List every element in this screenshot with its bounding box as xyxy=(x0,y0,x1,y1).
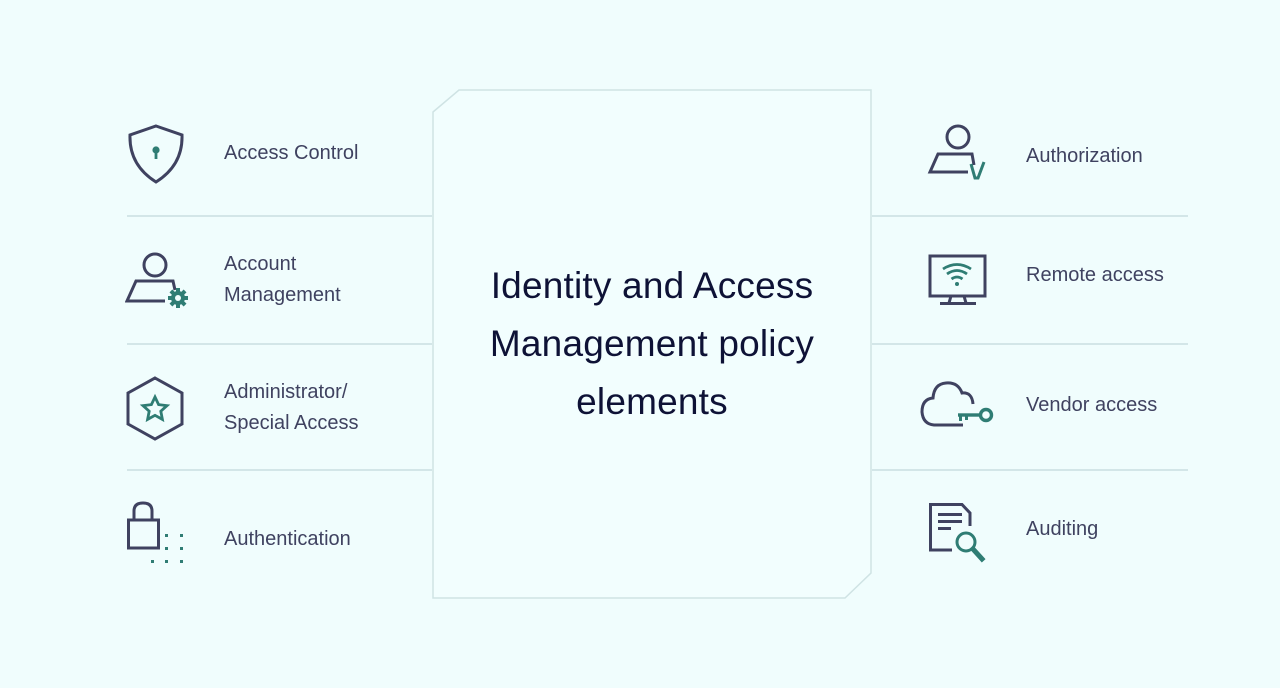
administrator-special-access-label: Administrator/ Special Access xyxy=(224,381,359,434)
left-divider-3 xyxy=(127,469,432,471)
vendor-access-label: Vendor access xyxy=(1026,394,1158,416)
center-title-box: Identity and Access Management policy el… xyxy=(432,89,872,599)
access-control-label: Access Control xyxy=(224,142,359,164)
authorization-label: Authorization xyxy=(1026,145,1143,167)
left-divider-2 xyxy=(127,343,432,345)
right-divider-1 xyxy=(872,215,1188,217)
account-management-label: Account Management xyxy=(224,253,341,306)
auditing-label: Auditing xyxy=(1026,518,1099,540)
left-divider-1 xyxy=(127,215,432,217)
right-divider-3 xyxy=(872,469,1188,471)
authentication-label: Authentication xyxy=(224,528,351,550)
remote-access-label: Remote access xyxy=(1026,264,1164,286)
user-gear-icon xyxy=(125,252,188,308)
monitor-wifi-icon xyxy=(928,254,987,305)
chamfered-box-outline xyxy=(432,89,872,599)
padlock-dots-icon xyxy=(127,501,183,563)
cloud-key-icon xyxy=(920,381,994,427)
hexagon-star-icon xyxy=(126,376,184,441)
document-magnifier-icon xyxy=(929,503,986,563)
right-divider-2 xyxy=(872,343,1188,345)
shield-keyhole-icon xyxy=(128,124,184,184)
user-check-icon xyxy=(927,124,986,180)
diagram-title: Identity and Access Management policy el… xyxy=(489,265,815,422)
